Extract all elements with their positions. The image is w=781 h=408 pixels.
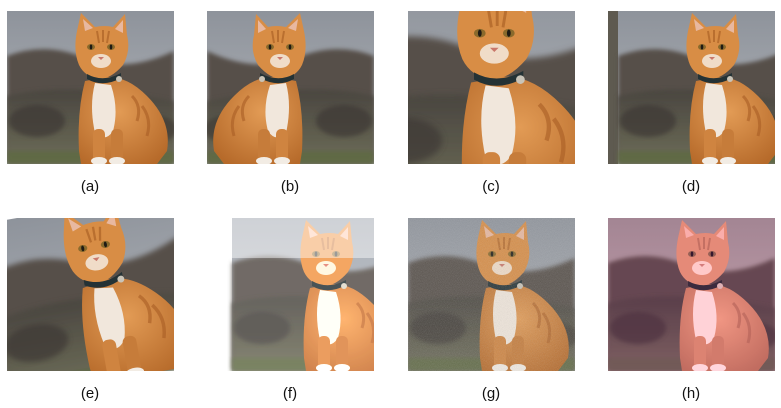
cat-photo-flipped — [207, 11, 374, 164]
cat-photo-color-jitter — [608, 218, 775, 371]
cat-photo-original — [7, 11, 174, 164]
image-panel-a — [7, 11, 174, 164]
caption-a: (a) — [80, 178, 100, 195]
image-panel-e — [7, 218, 174, 371]
cat-photo-rotated — [7, 218, 174, 371]
cat-photo-cropped — [408, 11, 575, 164]
image-panel-c — [408, 11, 575, 164]
caption-g: (g) — [481, 385, 501, 402]
caption-f: (f) — [282, 385, 298, 402]
cat-photo-noisy — [408, 218, 575, 371]
image-panel-f — [207, 218, 374, 371]
caption-h: (h) — [681, 385, 701, 402]
cat-photo-bright — [207, 218, 374, 371]
caption-b: (b) — [280, 178, 300, 195]
cat-photo-translated — [608, 11, 775, 164]
image-panel-h — [608, 218, 775, 371]
image-panel-d — [608, 11, 775, 164]
caption-e: (e) — [80, 385, 100, 402]
caption-c: (c) — [482, 178, 500, 195]
image-panel-b — [207, 11, 374, 164]
caption-d: (d) — [681, 178, 701, 195]
image-panel-g — [408, 218, 575, 371]
